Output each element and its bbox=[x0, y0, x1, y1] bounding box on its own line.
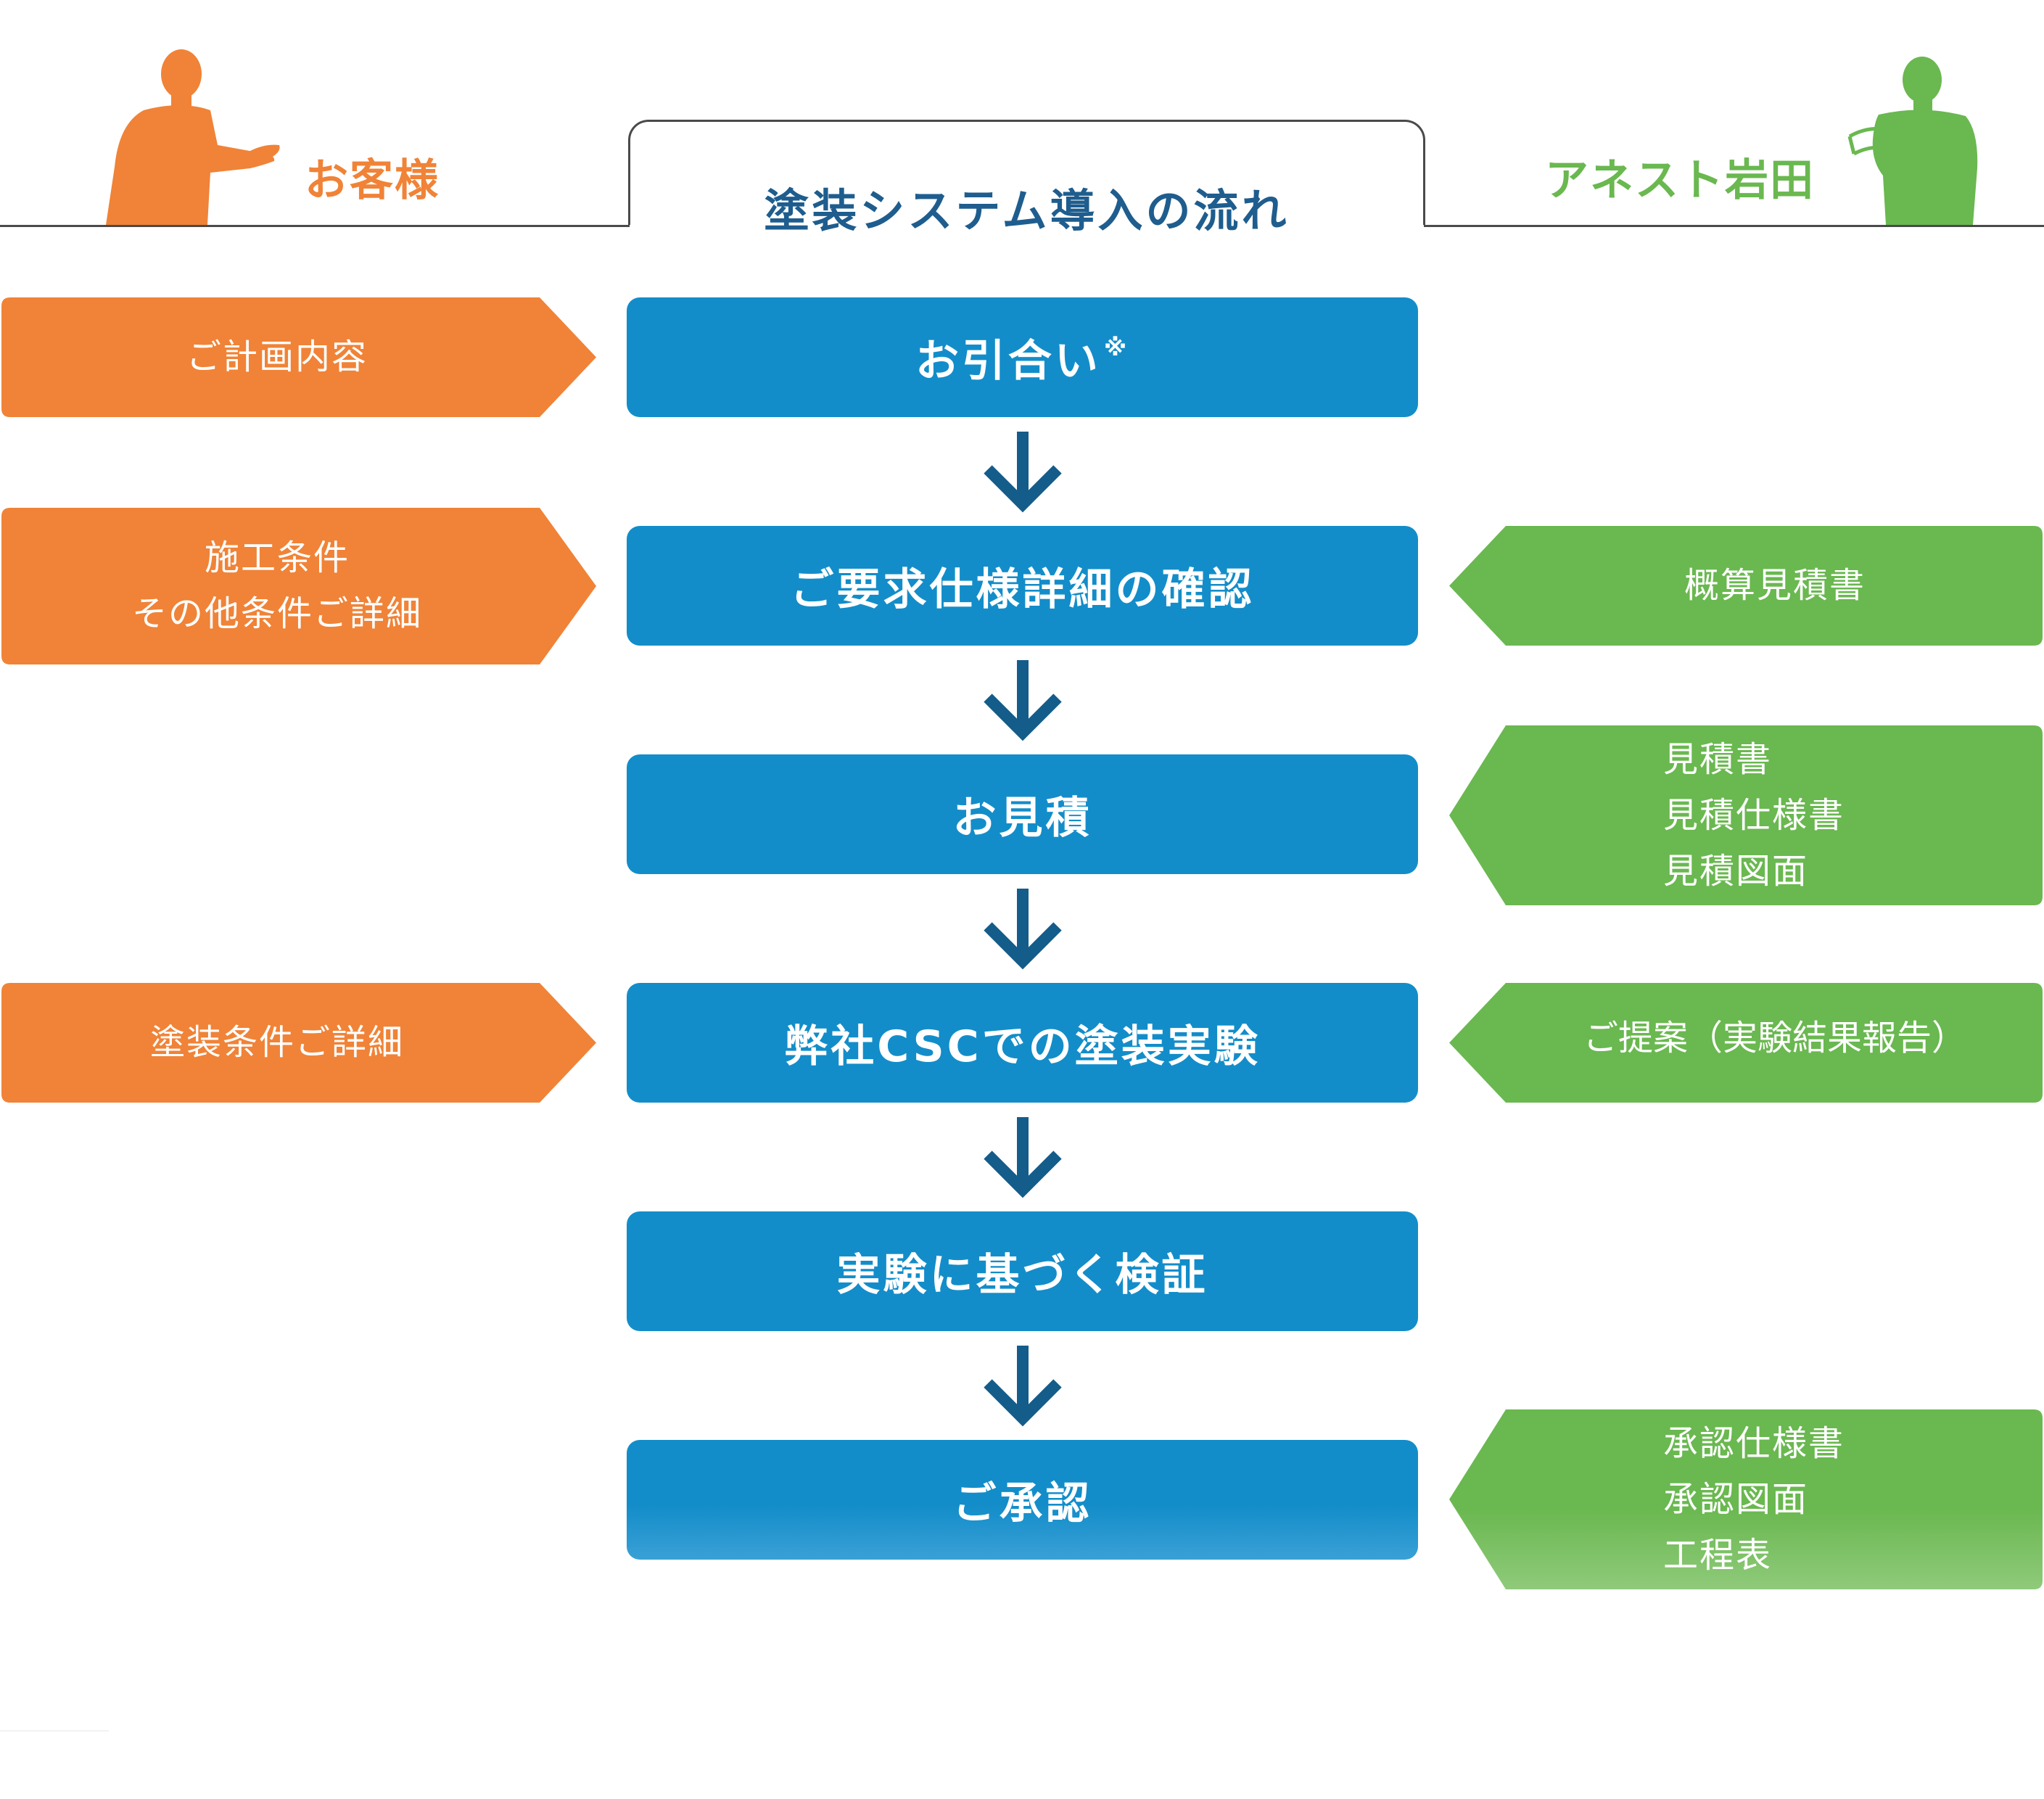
step-label: 実験に基づく検証 bbox=[836, 1250, 1208, 1301]
businessman-presenting-icon bbox=[106, 49, 280, 225]
step-estimate: お見積 bbox=[627, 754, 1418, 874]
step-label: ご要求仕様詳細の確認 bbox=[790, 564, 1255, 615]
output-line: 承認仕様書 bbox=[1663, 1423, 1845, 1464]
output-line: 概算見積書 bbox=[1684, 565, 1866, 606]
output-text: 見積書 見積仕様書 見積図面 bbox=[1663, 732, 1845, 900]
company-output-rough-estimate: 概算見積書 bbox=[1449, 526, 2043, 646]
input-line: その他条件ご詳細 bbox=[131, 593, 422, 634]
company-title: アネスト岩田 bbox=[1545, 155, 1815, 206]
output-line: 見積書 bbox=[1663, 739, 1773, 780]
output-line: 承認図面 bbox=[1663, 1479, 1809, 1520]
header-line-left bbox=[0, 225, 630, 227]
output-line: ご提案（実験結果報告） bbox=[1583, 1018, 1966, 1058]
step-label: 弊社CSCでの塗装実験 bbox=[784, 1021, 1261, 1072]
step-spec-confirmation: ご要求仕様詳細の確認 bbox=[627, 526, 1418, 646]
company-output-estimate-docs: 見積書 見積仕様書 見積図面 bbox=[1449, 725, 2043, 905]
step-label: ご承認 bbox=[952, 1478, 1092, 1529]
input-text: 施工条件 その他条件ご詳細 bbox=[1, 530, 553, 642]
step-note: ※ bbox=[1103, 333, 1130, 361]
customer-input-plan: ご計画内容 bbox=[1, 297, 596, 417]
step-label: お引合い bbox=[915, 336, 1101, 387]
center-tab bbox=[628, 120, 1425, 225]
step-inquiry: お引合い※ bbox=[627, 297, 1418, 417]
output-line: 見積仕様書 bbox=[1663, 795, 1845, 836]
header-line-right bbox=[1424, 225, 2044, 227]
input-text: ご計画内容 bbox=[1, 329, 553, 385]
customer-title: お客様 bbox=[305, 155, 440, 206]
input-line: ご計画内容 bbox=[186, 337, 368, 377]
input-text: 塗装条件ご詳細 bbox=[1, 1015, 553, 1071]
page-title: 塗装システム導入の流れ bbox=[764, 184, 1290, 237]
down-arrow-icon bbox=[984, 432, 1062, 513]
step-approval: ご承認 bbox=[627, 1440, 1418, 1560]
output-line: 見積図面 bbox=[1663, 851, 1809, 892]
input-line: 施工条件 bbox=[204, 538, 350, 578]
down-arrow-icon bbox=[984, 660, 1062, 741]
step-label: お見積 bbox=[952, 793, 1092, 844]
step-coating-experiment: 弊社CSCでの塗装実験 bbox=[627, 983, 1418, 1103]
company-output-proposal: ご提案（実験結果報告） bbox=[1449, 983, 2043, 1103]
down-arrow-icon bbox=[984, 1117, 1062, 1198]
footer-divider bbox=[0, 1730, 109, 1732]
step-verification: 実験に基づく検証 bbox=[627, 1211, 1418, 1331]
output-line: 工程表 bbox=[1663, 1535, 1773, 1576]
customer-input-conditions: 施工条件 その他条件ご詳細 bbox=[1, 508, 596, 664]
output-text: ご提案（実験結果報告） bbox=[1507, 1010, 2043, 1066]
output-text: 承認仕様書 承認図面 工程表 bbox=[1663, 1416, 1845, 1584]
customer-input-coating-conditions: 塗装条件ご詳細 bbox=[1, 983, 596, 1103]
input-line: 塗装条件ご詳細 bbox=[149, 1022, 404, 1063]
output-text: 概算見積書 bbox=[1507, 558, 2043, 614]
down-arrow-icon bbox=[984, 889, 1062, 970]
down-arrow-icon bbox=[984, 1346, 1062, 1427]
staff-reading-document-icon bbox=[1847, 57, 1978, 225]
company-output-approval-docs: 承認仕様書 承認図面 工程表 bbox=[1449, 1409, 2043, 1589]
